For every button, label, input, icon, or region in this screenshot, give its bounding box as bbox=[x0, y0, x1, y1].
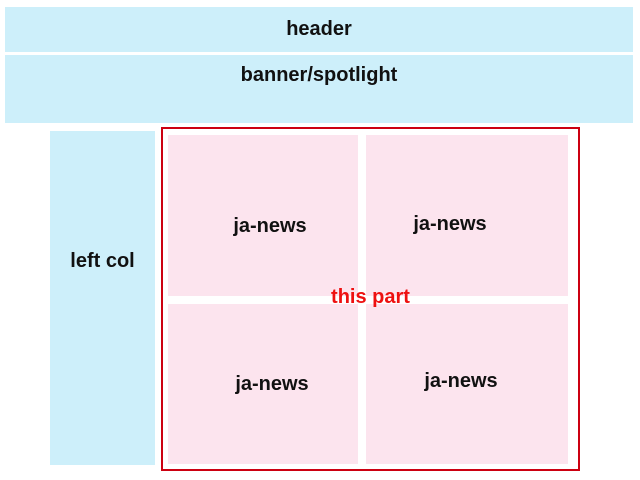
left-column-label: left col bbox=[70, 250, 135, 272]
header-block: header bbox=[5, 7, 633, 52]
highlight-label: this part bbox=[331, 286, 410, 308]
banner-label: banner/spotlight bbox=[240, 64, 398, 86]
banner-spotlight-block: banner/spotlight bbox=[5, 55, 633, 123]
quadrant-bottom-right: ja-news bbox=[366, 304, 568, 464]
left-column-block: left col bbox=[50, 131, 155, 465]
quadrant-top-right: ja-news bbox=[366, 135, 568, 296]
quadrant-bottom-left: ja-news bbox=[168, 304, 358, 464]
quadrant-label: ja-news bbox=[235, 372, 309, 395]
quadrant-label: ja-news bbox=[424, 369, 498, 392]
quadrant-top-left: ja-news bbox=[168, 135, 358, 296]
main-content-box: ja-news ja-news ja-news ja-news this par… bbox=[161, 127, 580, 471]
header-label: header bbox=[286, 18, 352, 40]
quadrant-label: ja-news bbox=[233, 215, 307, 237]
quadrant-label: ja-news bbox=[413, 213, 487, 235]
